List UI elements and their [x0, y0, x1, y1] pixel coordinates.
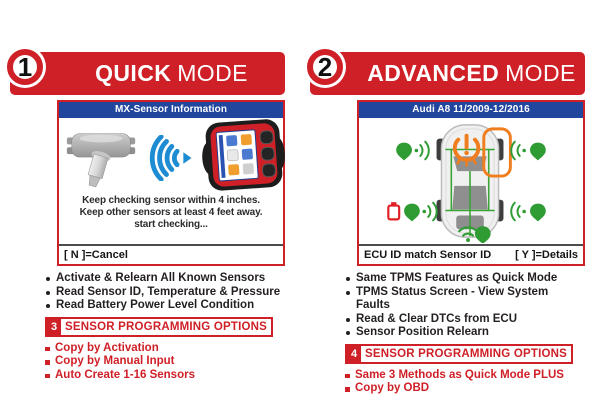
- screen-messages: Keep checking sensor within 4 inches.Kee…: [59, 195, 283, 231]
- sensor-pin-rear-right: [530, 203, 546, 222]
- signal-waves-icon: [149, 134, 192, 181]
- options-header: 4 SENSOR PROGRAMMING OPTIONS: [345, 343, 573, 364]
- list-item: Read & Clear DTCs from ECU: [345, 313, 585, 327]
- options-header: 3 SENSOR PROGRAMMING OPTIONS: [45, 316, 273, 337]
- list-item: Activate & Relearn All Known Sensors: [45, 272, 285, 286]
- screen-content: Keep checking sensor within 4 inches.Kee…: [59, 118, 285, 244]
- list-item: Keep checking sensor within 4 inches.: [82, 195, 260, 206]
- signal-dots: [414, 148, 526, 214]
- tpms-status-graphic: [359, 118, 583, 244]
- step-number-badge: 1: [7, 49, 43, 85]
- step-number-badge: 2: [307, 49, 343, 85]
- sensor-pin-bottom: [474, 226, 491, 243]
- sensor-pin-front-left: [396, 142, 412, 161]
- wifi-icon: [458, 226, 478, 243]
- footer-key-hint-left: [ N ]=Cancel: [64, 249, 128, 261]
- low-battery-icon: [387, 202, 401, 221]
- options-title: SENSOR PROGRAMMING OPTIONS: [65, 320, 267, 333]
- options-number-badge: 4: [347, 345, 361, 362]
- list-item: Keep other sensors at least 4 feet away.: [79, 207, 263, 218]
- screen-footer: ECU ID match Sensor ID [ Y ]=Details: [359, 244, 583, 264]
- list-item: TPMS Status Screen - View System Faults: [345, 286, 585, 313]
- screen-title-bar: MX-Sensor Information: [59, 102, 283, 118]
- list-item: Sensor Position Relearn: [345, 326, 585, 340]
- footer-status-left: ECU ID match Sensor ID: [364, 249, 492, 261]
- device-screen-mockup: Audi A8 11/2009-12/2016: [357, 100, 585, 266]
- options-title: SENSOR PROGRAMMING OPTIONS: [365, 347, 567, 360]
- sensor-check-graphic: [59, 118, 285, 196]
- sensor-network-lines: [445, 148, 495, 237]
- highlight-box: [482, 127, 512, 178]
- sensor-pin-rear-left: [404, 203, 420, 222]
- panel-title-light: MODE: [177, 60, 248, 86]
- list-item: start checking...: [134, 219, 208, 230]
- list-item: Copy by OBD: [345, 382, 585, 396]
- panel-title-light: MODE: [505, 60, 576, 86]
- tpms-tool-icon: [202, 119, 285, 191]
- step-number: 1: [17, 51, 33, 82]
- list-item: Read Sensor ID, Temperature & Pressure: [45, 286, 285, 300]
- panel-title-bold: QUICK: [95, 60, 172, 86]
- options-number-badge: 3: [47, 318, 61, 335]
- footer-key-hint-right: [ Y ]=Details: [515, 249, 578, 261]
- device-screen-mockup: MX-Sensor Information: [57, 100, 285, 266]
- screen-content: [359, 118, 583, 244]
- list-item: Same TPMS Features as Quick Mode: [345, 272, 585, 286]
- list-item: Same 3 Methods as Quick Mode PLUS: [345, 369, 585, 383]
- list-item: Auto Create 1-16 Sensors: [45, 369, 285, 383]
- list-item: Copy by Activation: [45, 342, 285, 356]
- list-item: Copy by Manual Input: [45, 355, 285, 369]
- tpms-sensor-icon: [66, 132, 136, 187]
- car-tpms-diagram-icon: [387, 124, 546, 243]
- sensor-signal-waves: [419, 140, 521, 222]
- screen-footer: [ N ]=Cancel: [59, 244, 283, 264]
- screen-title-bar: Audi A8 11/2009-12/2016: [359, 102, 583, 118]
- panel-title-bold: ADVANCED: [367, 60, 500, 86]
- sensor-pin-front-right: [530, 142, 546, 161]
- tool-wrap: [201, 119, 285, 196]
- step-number: 2: [317, 51, 333, 82]
- tpms-warning-icon: [452, 133, 481, 167]
- list-item: Read Battery Power Level Condition: [45, 299, 285, 313]
